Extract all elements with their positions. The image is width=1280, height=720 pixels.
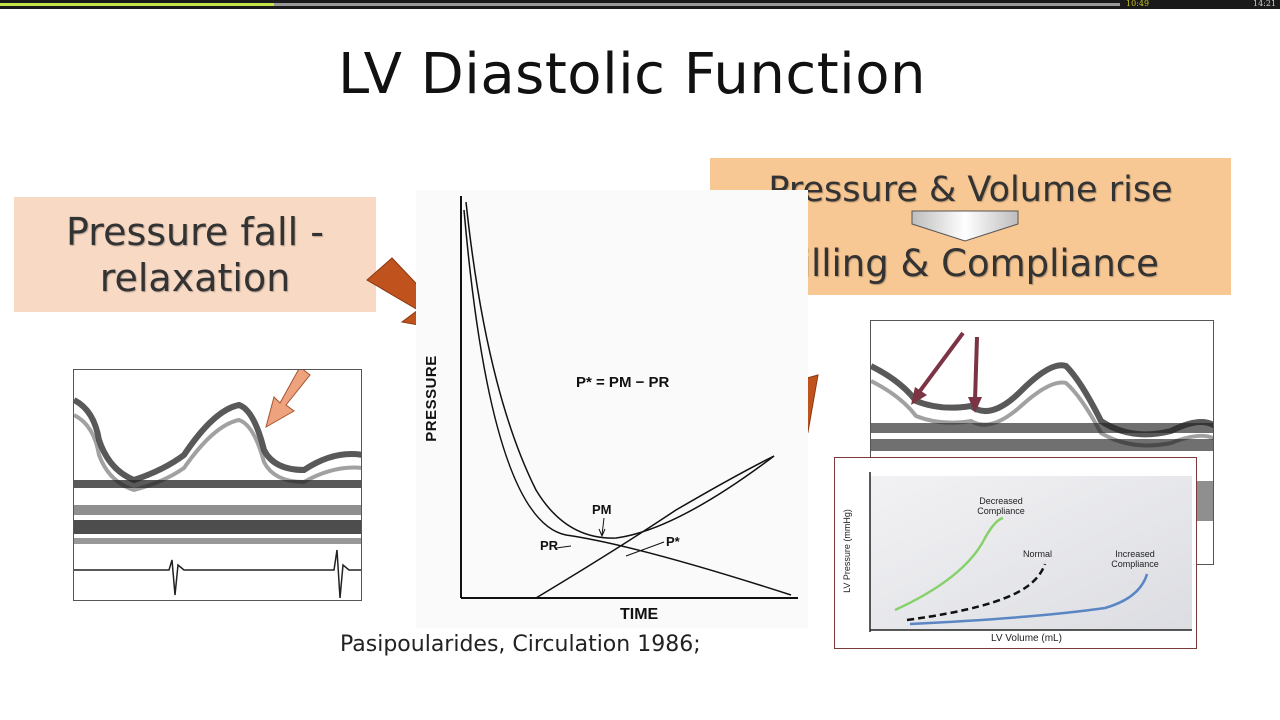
relaxation-line1: Pressure fall -: [66, 209, 324, 254]
down-arrow-icon: [911, 210, 1019, 242]
label-normal: Normal: [1023, 549, 1053, 559]
relaxation-line2: relaxation: [99, 255, 291, 300]
equation-label: P* = PM − PR: [576, 374, 670, 391]
compliance-y-axis-label: LV Pressure (mmHg): [841, 509, 852, 593]
slide-title: LV Diastolic Function: [338, 42, 926, 107]
peach-arrow-icon: [265, 370, 311, 429]
progress-fill: [0, 3, 275, 6]
pressure-axis-label: PRESSURE: [422, 355, 440, 442]
pr-label: PR: [540, 538, 559, 553]
pressure-time-graph: PRESSURE TIME P* = PM − PR PM PR P*: [416, 190, 808, 628]
relaxation-callout: Pressure fall - relaxation: [14, 197, 376, 312]
compliance-chart: LV Pressure (mmHg) LV Volume (mL) Decrea…: [834, 457, 1197, 649]
filling-line2: Filling & Compliance: [782, 242, 1159, 285]
time-axis-label: TIME: [620, 606, 659, 623]
citation: Pasipoularides, Circulation 1986;: [340, 632, 701, 657]
pm-label: PM: [592, 502, 612, 517]
filling-line1: Pressure & Volume rise: [768, 170, 1173, 210]
video-progress-bar[interactable]: 10:49 14:21: [0, 0, 1280, 9]
mmode-echo-left: [73, 369, 362, 601]
current-time: 10:49: [1126, 0, 1150, 8]
label-decreased-compliance: Decreased Compliance: [977, 496, 1025, 516]
label-increased-compliance: Increased Compliance: [1111, 549, 1159, 569]
progress-track[interactable]: [0, 3, 1120, 6]
pstar-label: P*: [666, 534, 680, 549]
compliance-x-axis-label: LV Volume (mL): [991, 633, 1062, 644]
maroon-arrows-icon: [911, 331, 982, 413]
total-time: 14:21: [1253, 0, 1277, 8]
